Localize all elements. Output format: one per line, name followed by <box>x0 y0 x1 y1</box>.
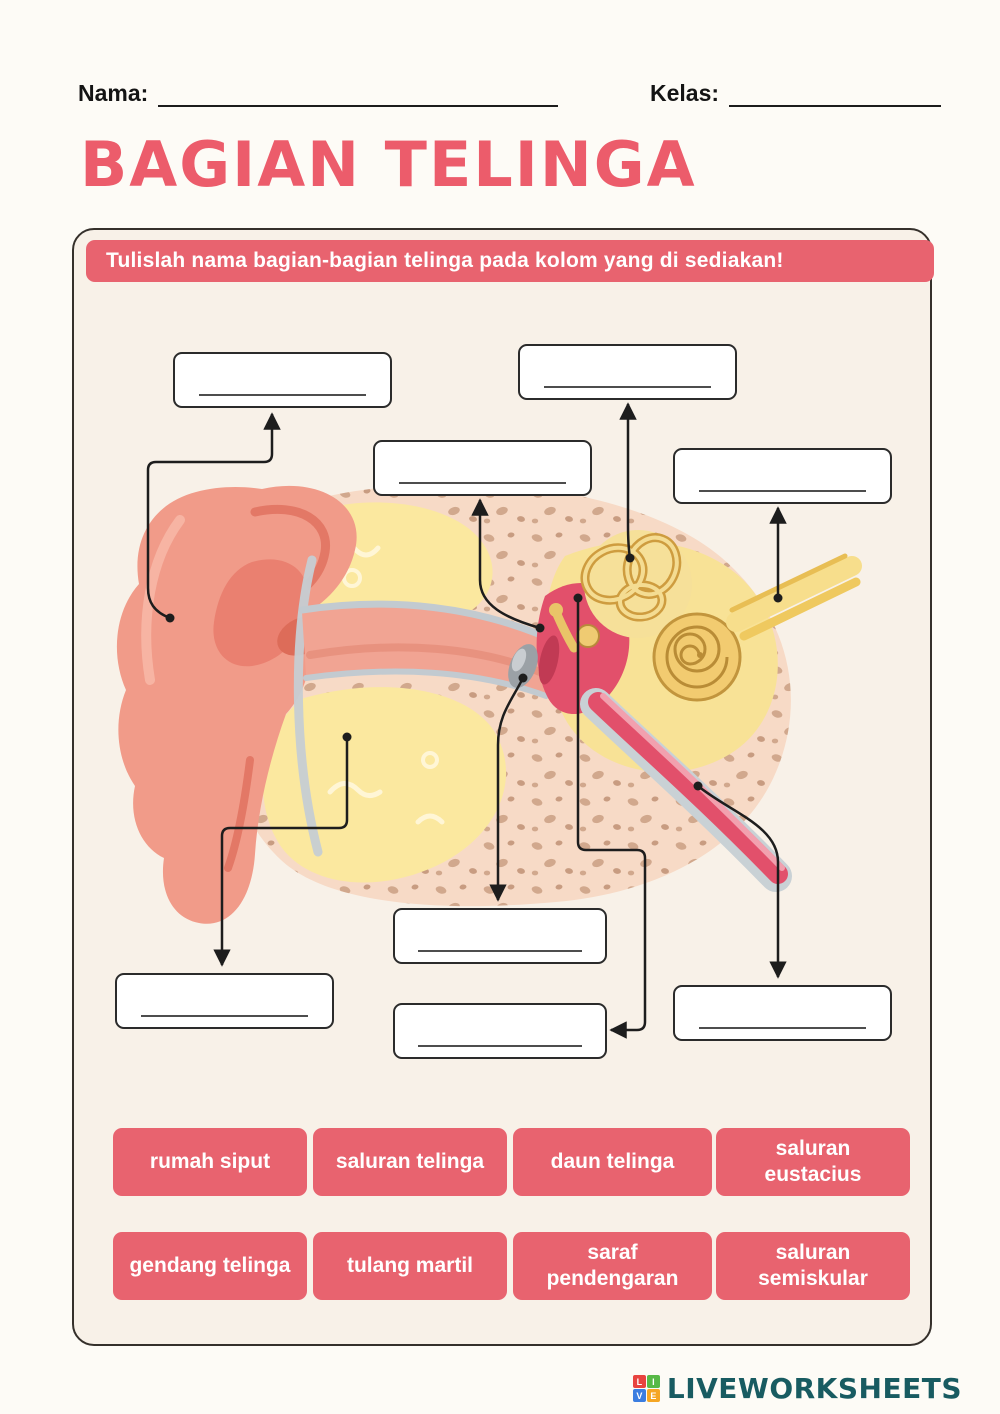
answer-line <box>198 394 367 396</box>
word-chip-saluran-semiskular[interactable]: saluran semiskular <box>716 1232 910 1300</box>
answer-line <box>398 482 567 484</box>
word-chip-rumah-siput[interactable]: rumah siput <box>113 1128 307 1196</box>
answer-box-1[interactable] <box>173 352 392 408</box>
brand-text: LIVEWORKSHEETS <box>666 1372 962 1405</box>
word-chip-saraf-pendengaran[interactable]: saraf pendengaran <box>513 1232 712 1300</box>
answer-box-4[interactable] <box>673 448 892 504</box>
answer-box-8[interactable] <box>673 985 892 1041</box>
instruction-banner: Tulislah nama bagian-bagian telinga pada… <box>86 240 934 282</box>
word-chip-saluran-eustacius[interactable]: saluran eustacius <box>716 1128 910 1196</box>
liveworksheets-logo[interactable]: L I V E LIVEWORKSHEETS <box>632 1372 962 1405</box>
word-chip-saluran-telinga[interactable]: saluran telinga <box>313 1128 507 1196</box>
class-write-line[interactable] <box>729 81 942 107</box>
word-chip-gendang-telinga[interactable]: gendang telinga <box>113 1232 307 1300</box>
liveworksheets-grid-icon: L I V E <box>632 1375 660 1402</box>
answer-line <box>698 490 867 492</box>
answer-box-3[interactable] <box>373 440 592 496</box>
instruction-text: Tulislah nama bagian-bagian telinga pada… <box>106 249 784 272</box>
answer-box-7[interactable] <box>393 1003 607 1059</box>
answer-line <box>698 1027 867 1029</box>
answer-box-5[interactable] <box>393 908 607 964</box>
answer-box-6[interactable] <box>115 973 334 1029</box>
answer-box-2[interactable] <box>518 344 737 400</box>
class-label: Kelas: <box>650 80 720 106</box>
name-field-row: Nama: <box>78 80 559 107</box>
page-title: BAGIAN TELINGA <box>80 128 697 201</box>
name-write-line[interactable] <box>158 81 559 107</box>
answer-line <box>140 1015 309 1017</box>
answer-line <box>418 1045 582 1047</box>
word-chip-daun-telinga[interactable]: daun telinga <box>513 1128 712 1196</box>
class-field-row: Kelas: <box>650 80 942 107</box>
name-label: Nama: <box>78 80 149 106</box>
answer-line <box>418 950 582 952</box>
answer-line <box>543 386 712 388</box>
word-chip-tulang-martil[interactable]: tulang martil <box>313 1232 507 1300</box>
